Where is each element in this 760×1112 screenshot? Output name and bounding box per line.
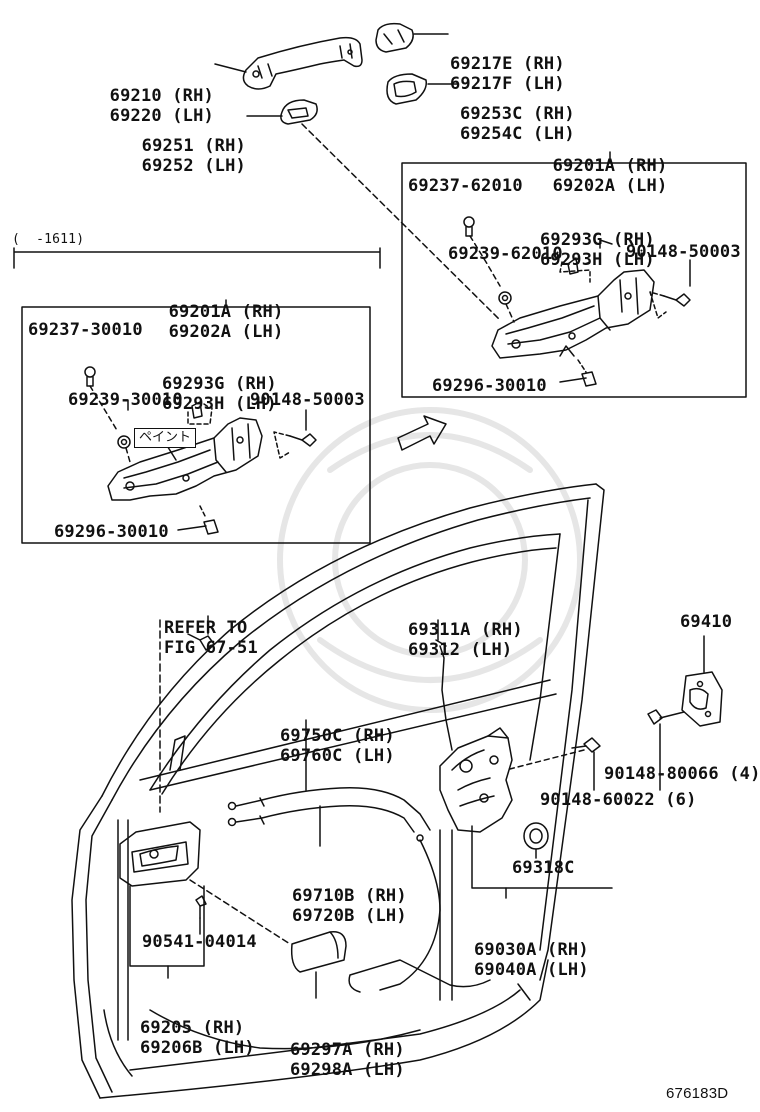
outside-handle-label: 69210 (RH)69220 (LH) (109, 86, 214, 126)
inset-left-nut (117, 435, 131, 449)
inset-left-bolt-dash (89, 385, 119, 433)
inside-handle-label: 69205 (RH)69206B (LH) (140, 1018, 255, 1058)
striker (681, 671, 723, 727)
inset-left-nut-dash (125, 447, 131, 463)
inset-right-clip (567, 257, 579, 275)
cable-lower-label: 69710B (RH)69720B (LH) (292, 886, 407, 926)
refer-bolt (187, 633, 215, 651)
direction-arrow-icon (397, 415, 447, 451)
inset-left-bolt-label: 69237-30010 (28, 320, 143, 340)
inset-right-bolt-label: 69237-62010 (408, 176, 523, 196)
inset-left-paint-label: ペイント (134, 428, 197, 448)
inset-left-screw-dash (273, 431, 291, 459)
inset-left-box (21, 306, 371, 544)
door-lock-label: 69030A (RH)69040A (LH) (474, 940, 589, 980)
inset-left-bolt (84, 366, 96, 387)
inset-right-box (401, 162, 747, 398)
pad-dashed-leader (301, 123, 501, 321)
cable-upper (227, 787, 431, 831)
inset-right-nut-label: 69239-62010 (448, 244, 563, 264)
inset-right-screw-dash (649, 291, 667, 319)
inset-right-nut (498, 291, 512, 305)
lock-rod-label: 69311A (RH)69312 (LH) (408, 620, 523, 660)
inside-handle-dash (189, 879, 291, 945)
lock-cover (290, 931, 347, 973)
frame-left-label: 69201A (RH)69202A (LH) (168, 302, 284, 342)
inset-left-range-label: ( -1611) (12, 232, 85, 247)
inset-right-clip-dash (559, 261, 591, 283)
cable-routing (379, 839, 441, 991)
lock-screw (571, 737, 601, 753)
inset-left-plug-dash (199, 505, 207, 519)
handle-cap-label: 69217E (RH)69217F (LH) (450, 54, 565, 94)
handle-pad-inner (280, 99, 318, 125)
inset-right-frame (491, 269, 655, 359)
door-lock-bracket (471, 825, 613, 889)
striker-label: 69410 (680, 612, 733, 632)
inside-handle (119, 821, 201, 887)
inset-left-clip-dash (187, 403, 213, 425)
inset-right-nut-dash (505, 303, 515, 323)
lock-cover-label: 69297A (RH)69298A (LH) (290, 1040, 405, 1080)
inset-right-plug (559, 371, 597, 387)
inset-right-bolt-dash (469, 235, 501, 287)
inset-left-frame (107, 417, 263, 501)
cable-lower (227, 805, 424, 842)
inset-left-nut-label: 69239-30010 (68, 390, 183, 410)
inset-right-plug-dash (577, 359, 587, 373)
handle-pad-outer (386, 73, 428, 105)
striker-screw-label: 90148-80066 (4) (604, 764, 760, 784)
inset-right-plug-label: 69296-30010 (432, 376, 547, 396)
inside-screw (195, 895, 207, 919)
lock-screw-dash (505, 749, 585, 771)
lock-screw-label: 90148-60022 (6) (540, 790, 697, 810)
door-panel (71, 483, 605, 1099)
inset-left-screw-label: 90148-50003 (250, 390, 365, 410)
inset-right-bolt (463, 216, 475, 237)
inside-screw-label: 90541-04014 (142, 932, 257, 952)
outside-handle (242, 36, 363, 90)
inset-left-screw (289, 433, 317, 447)
figure-id: 676183D (666, 1085, 729, 1102)
inset-left-plug-label: 69296-30010 (54, 522, 169, 542)
striker-screw (647, 709, 685, 725)
door-lock (439, 727, 513, 833)
grommet-label: 69318C (512, 858, 575, 878)
lock-rod (439, 645, 453, 751)
inset-right-screw-label: 90148-50003 (626, 242, 741, 262)
frame-right-label: 69201A (RH)69202A (LH) (552, 156, 668, 196)
handle-pad-inner-label: 69251 (RH)69252 (LH) (141, 136, 246, 176)
outside-handle-leader (214, 63, 247, 73)
handle-cap (375, 22, 414, 53)
inset-right-clip-leader (599, 239, 613, 249)
lock-rod-tip (435, 639, 447, 647)
inset-left-plug (177, 519, 219, 535)
grommet (523, 822, 549, 850)
cable-upper-label: 69750C (RH)69760C (LH) (280, 726, 395, 766)
inset-left-clip (191, 401, 203, 419)
inset-right-screw (663, 293, 691, 307)
inset-left-range-bracket (13, 247, 381, 269)
inside-handle-bracket (129, 885, 205, 967)
inset-right-clip-label: 69293G (RH)69293H (LH) (540, 230, 655, 270)
handle-pad-outer-label: 69253C (RH)69254C (LH) (460, 104, 575, 144)
inset-left-clip-label: 69293G (RH)69293H (LH) (162, 374, 277, 414)
